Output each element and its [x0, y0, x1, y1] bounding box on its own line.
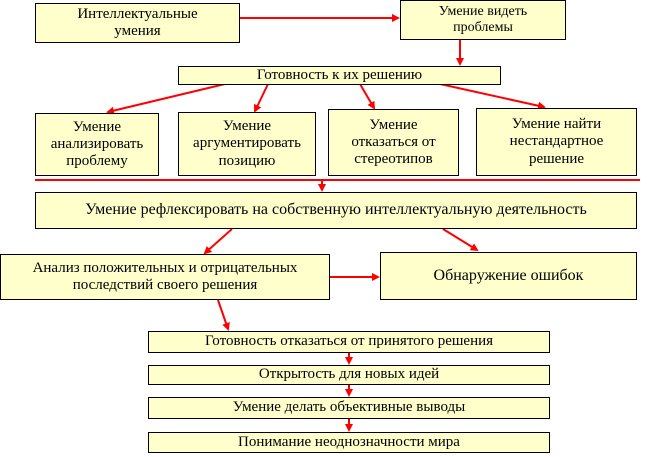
- node-see-problems: Умение видеть проблемы: [400, 0, 566, 40]
- arrow-readiness-to-stereotypes: [359, 83, 376, 110]
- node-label: Готовность к их решению: [256, 66, 423, 83]
- arrow-reflect-to-errors: [442, 228, 479, 252]
- node-label: Умение аргументировать позицию: [193, 118, 301, 169]
- node-abandon-decision: Готовность отказаться от принятого решен…: [148, 331, 550, 353]
- node-label: Интеллектуальные умения: [77, 5, 198, 39]
- node-label: Анализ положительных и отрицательных пос…: [32, 259, 298, 293]
- node-intellectual-skills: Интеллектуальные умения: [35, 3, 240, 43]
- node-error-detection: Обнаружение ошибок: [380, 252, 637, 300]
- node-ambiguity-understanding: Понимание неоднозначности мира: [148, 432, 550, 453]
- node-label: Умение делать объективные выводы: [232, 399, 466, 416]
- node-nonstandard-solution: Умение найти нестандартное решение: [476, 108, 637, 176]
- arrow-consequences-to-abandon: [217, 299, 230, 331]
- node-objective-conclusions: Умение делать объективные выводы: [148, 397, 550, 419]
- node-reflect: Умение рефлексировать на собственную инт…: [35, 192, 637, 229]
- node-label: Умение рефлексировать на собственную инт…: [85, 201, 587, 219]
- node-label: Умение анализировать проблему: [50, 118, 144, 170]
- node-analyze-problem: Умение анализировать проблему: [35, 113, 159, 176]
- node-openness: Открытость для новых идей: [148, 365, 550, 385]
- node-abandon-stereotypes: Умение отказаться от стереотипов: [328, 109, 459, 176]
- node-label: Понимание неоднозначности мира: [238, 433, 460, 450]
- node-consequences-analysis: Анализ положительных и отрицательных пос…: [0, 254, 330, 300]
- node-label: Готовность отказаться от принятого решен…: [204, 333, 494, 350]
- node-label: Открытость для новых идей: [258, 366, 440, 383]
- node-label: Умение отказаться от стереотипов: [351, 116, 436, 168]
- node-label: Умение видеть проблемы: [438, 3, 528, 35]
- node-label: Обнаружение ошибок: [433, 266, 584, 284]
- node-readiness-to-solve: Готовность к их решению: [178, 66, 501, 85]
- node-argue-position: Умение аргументировать позицию: [178, 112, 316, 176]
- arrow-readiness-to-argue: [253, 83, 269, 113]
- arrow-reflect-to-consequences: [203, 228, 233, 255]
- node-label: Умение найти нестандартное решение: [509, 116, 604, 167]
- arrow-readiness-to-analyze: [106, 83, 226, 115]
- arrow-readiness-to-nonstandard: [439, 83, 546, 110]
